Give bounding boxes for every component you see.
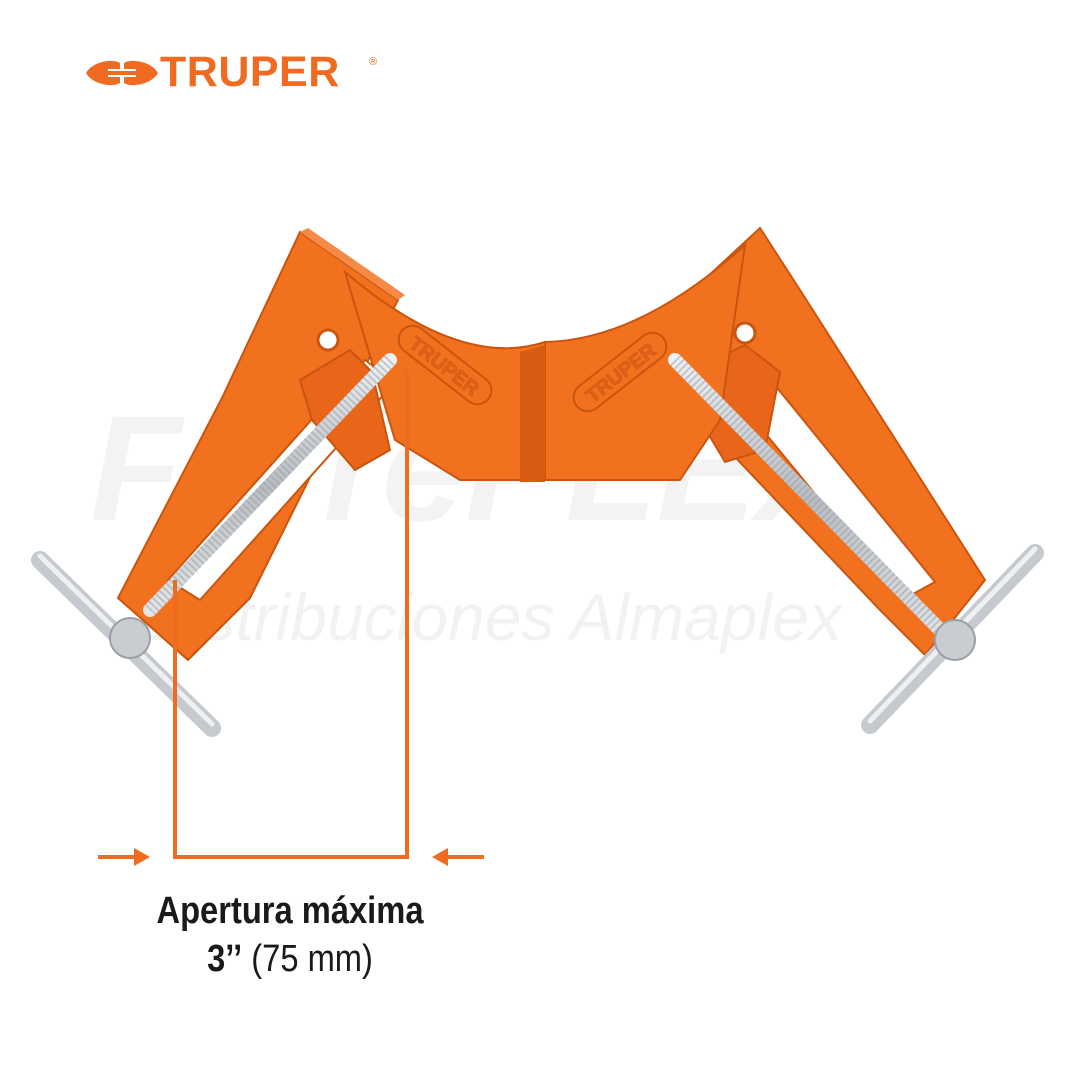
spec-value: 3’’ (207, 938, 243, 980)
brand-logo: TRUPER ® (82, 48, 382, 96)
spec-label: Apertura máxima (156, 890, 424, 932)
arrow-left-icon (432, 848, 484, 866)
right-screw (668, 353, 1044, 734)
brand-name: TRUPER (160, 48, 340, 96)
spec-value-metric: (75 mm) (251, 938, 373, 980)
dimension-indicator (98, 370, 484, 866)
registered-mark: ® (369, 56, 378, 68)
truper-emblem-icon (86, 60, 158, 86)
spec-value-line: 3’’ (75 mm) (41, 938, 540, 981)
left-screw (31, 353, 397, 737)
center-body: TRUPER TRUPER (343, 242, 747, 482)
arrow-right-icon (98, 848, 150, 866)
